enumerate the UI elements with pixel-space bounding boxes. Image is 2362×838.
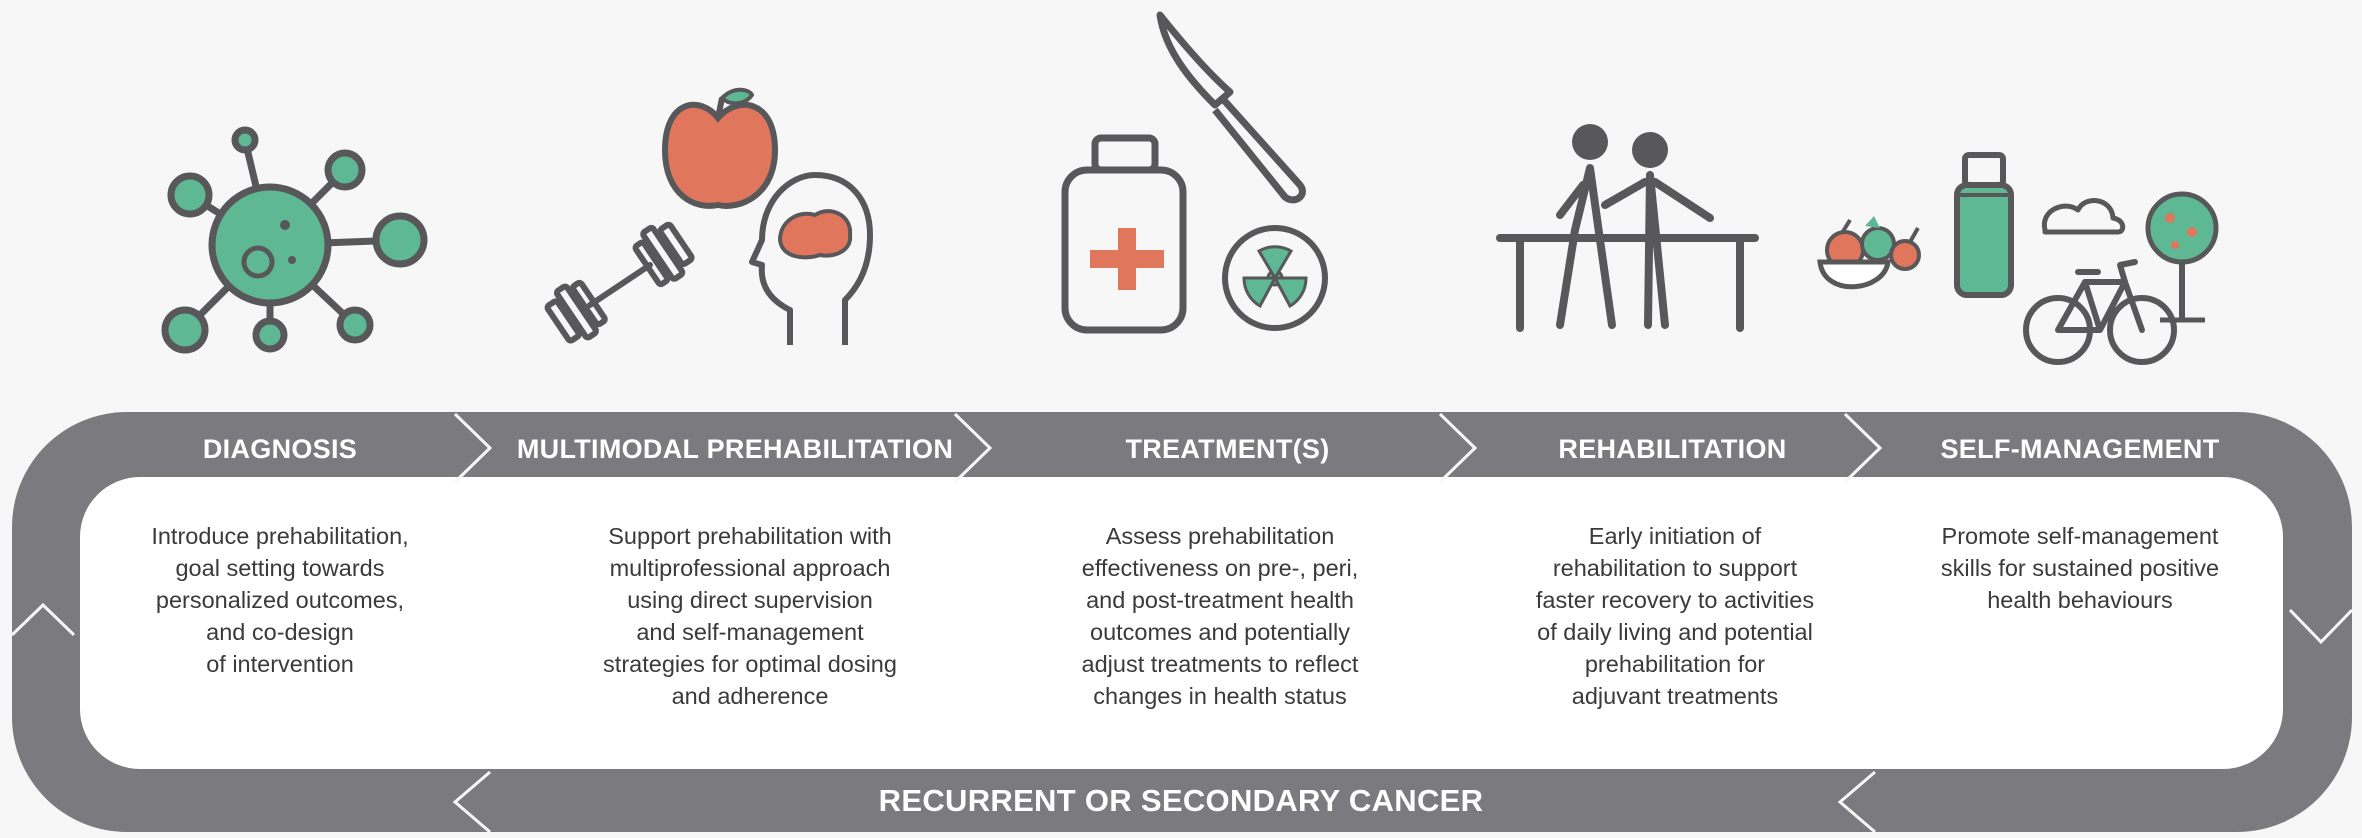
stage-description-treatments: Assess prehabilitation effectiveness on … bbox=[1081, 523, 1359, 709]
stage-title-self-management: SELF-MANAGEMENT bbox=[1940, 433, 2220, 464]
chevron-4 bbox=[1843, 412, 1883, 484]
stage-title-diagnosis: DIAGNOSIS bbox=[202, 433, 358, 464]
stage-title-multimodal-prehabilitation: MULTIMODAL PREHABILITATION bbox=[516, 433, 954, 464]
cloud-icon bbox=[2041, 198, 2126, 235]
description-panel bbox=[80, 477, 2283, 769]
stage-description-diagnosis: Introduce prehabilitation, goal setting … bbox=[151, 523, 409, 677]
stage-description-rehabilitation: Early initiation of rehabilitation to su… bbox=[1535, 523, 1815, 709]
radiation-icon bbox=[1222, 225, 1328, 331]
chevron-bottom-left bbox=[452, 770, 491, 834]
rehabilitation-support-icon bbox=[1496, 124, 1759, 332]
scalpel-icon bbox=[1156, 11, 1306, 204]
stage-title-rehabilitation: REHABILITATION bbox=[1558, 433, 1787, 464]
stage-description-self-management: Promote self-management skills for susta… bbox=[1940, 523, 2220, 613]
dumbbell-icon bbox=[544, 221, 695, 344]
stage-description-multimodal-prehabilitation: Support prehabilitation with multiprofes… bbox=[603, 523, 897, 709]
loop-direction-chevrons bbox=[10, 602, 2354, 834]
chevron-2 bbox=[953, 412, 993, 484]
chevron-1 bbox=[453, 412, 493, 484]
chevron-left-side bbox=[10, 602, 76, 637]
stage-chevrons bbox=[453, 412, 1883, 484]
brain-head-icon bbox=[749, 172, 873, 345]
chevron-right-side bbox=[2288, 608, 2354, 645]
recurrent-cancer-label: RECURRENT OR SECONDARY CANCER bbox=[878, 783, 1484, 818]
bicycle-icon bbox=[2023, 259, 2177, 365]
apple-icon bbox=[661, 87, 779, 209]
stage-title-treatments: TREATMENT(S) bbox=[1125, 433, 1330, 464]
water-bottle-icon bbox=[1954, 152, 2014, 298]
virus-icon bbox=[161, 126, 428, 354]
tree-icon bbox=[2145, 191, 2219, 323]
medicine-bottle-icon bbox=[1061, 134, 1187, 334]
chevron-3 bbox=[1438, 412, 1478, 484]
fruit-bowl-icon bbox=[1817, 216, 1921, 290]
chevron-bottom-right bbox=[1837, 770, 1876, 834]
